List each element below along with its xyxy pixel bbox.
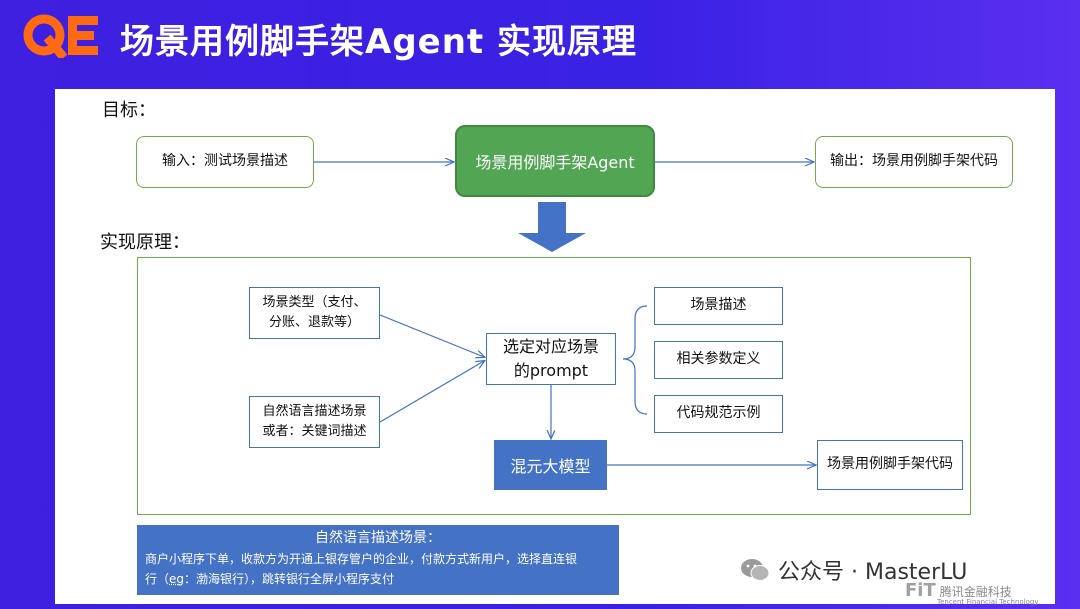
nl-description-line2: 行（eg：渤海银行），跳转银行全屏小程序支付 — [145, 572, 395, 586]
select-prompt-line2: 的prompt — [513, 361, 589, 380]
watermark-text: 公众号 · MasterLU — [778, 560, 968, 585]
nl-description-title: 自然语言描述场景： — [315, 530, 441, 546]
page-title: 场景用例脚手架Agent 实现原理 — [120, 22, 638, 62]
implementation-frame — [137, 257, 971, 515]
nl-input-line1: 自然语言描述场景 — [262, 403, 367, 419]
nl-description-box: 自然语言描述场景： 商户小程序下单，收款方为开通上银存管户的企业，付款方式新用户… — [137, 525, 619, 595]
scene-type-box: 场景类型（支付、分账、退款等） — [249, 287, 380, 339]
content-panel: 目标： 输入：测试场景描述 场景用例脚手架Agent 输出：场景用例脚手架代码 … — [55, 89, 1055, 604]
nl-input-box: 自然语言描述场景或者：关键词描述 — [249, 396, 380, 448]
prompt-part-code-style: 代码规范示例 — [654, 395, 783, 433]
nl-input-line2: 或者：关键词描述 — [262, 424, 367, 439]
qe-logo — [23, 14, 98, 58]
fit-name: 腾讯金融科技 — [939, 585, 1012, 599]
select-prompt-line1: 选定对应场景 — [502, 337, 599, 356]
nl-description-body: 商户小程序下单，收款方为开通上银存管户的企业，付款方式新用户，选择直连银 行（e… — [145, 549, 611, 589]
model-box: 混元大模型 — [494, 440, 607, 490]
result-box: 场景用例脚手架代码 — [817, 440, 963, 490]
input-box: 输入：测试场景描述 — [136, 136, 314, 188]
scene-type-line1: 场景类型（支付、 — [262, 294, 367, 310]
wechat-icon — [741, 559, 770, 581]
goal-label: 目标： — [102, 100, 156, 121]
wechat-watermark: 公众号 · MasterLU — [740, 554, 967, 586]
output-box: 输出：场景用例脚手架代码 — [815, 136, 1013, 188]
down-arrow — [518, 202, 586, 252]
select-prompt-box: 选定对应场景的prompt — [486, 333, 616, 385]
scene-type-line2: 分账、退款等） — [268, 315, 360, 330]
principle-label: 实现原理： — [100, 232, 190, 253]
nl-description-line1: 商户小程序下单，收款方为开通上银存管户的企业，付款方式新用户，选择直连银 — [145, 552, 578, 566]
agent-box: 场景用例脚手架Agent — [455, 125, 655, 197]
prompt-part-params: 相关参数定义 — [654, 341, 783, 379]
fit-subtitle: Tencent Financial Technology — [937, 598, 1039, 606]
prompt-part-scene: 场景描述 — [654, 287, 783, 325]
fit-brand: FiT — [905, 580, 936, 601]
